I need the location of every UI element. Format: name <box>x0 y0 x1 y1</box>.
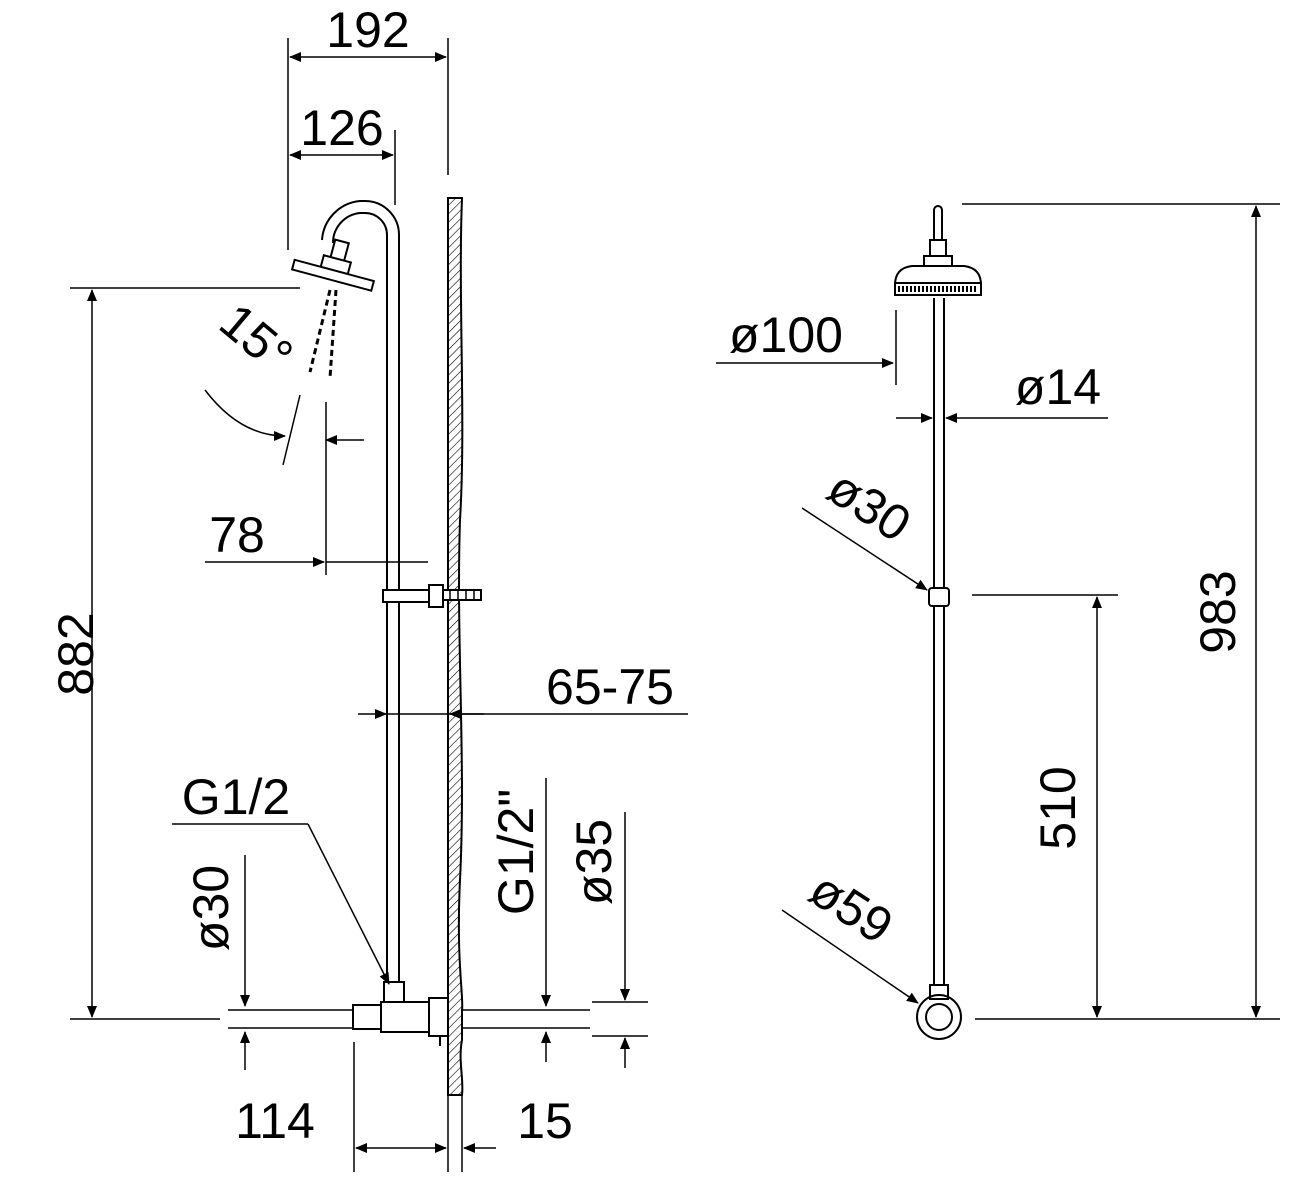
label-width-total: 192 <box>326 2 409 58</box>
label-total-height: 983 <box>1190 570 1246 653</box>
label-wall-distance: 65-75 <box>546 659 674 715</box>
label-valve-diameter: ø30 <box>183 865 239 951</box>
shower-head <box>290 238 376 292</box>
spray-lines <box>308 289 338 379</box>
label-valve-projection: 114 <box>235 1093 315 1149</box>
dim-valve-diameter: ø30 <box>183 855 250 1070</box>
label-head-offset: 78 <box>209 507 265 563</box>
dim-inlet-thread: G1/2 <box>172 769 390 985</box>
valve-body <box>228 981 590 1046</box>
label-height: 882 <box>48 612 104 695</box>
dim-wall-rosette: ø35 <box>566 812 648 1068</box>
dim-wall-depth: 15 <box>463 1093 573 1153</box>
front-shower-head <box>893 255 983 296</box>
shower-pipe <box>321 200 400 990</box>
dim-head-offset: 78 <box>205 507 428 567</box>
label-inlet-thread: G1/2 <box>182 769 290 825</box>
dim-head-diameter: ø100 <box>716 307 897 385</box>
label-bracket-height: 510 <box>1030 766 1086 849</box>
label-wall-thread: G1/2" <box>488 789 544 915</box>
dim-base-diameter: ø59 <box>781 861 919 1004</box>
label-pipe-diameter: ø14 <box>1015 359 1101 415</box>
label-head-diameter: ø100 <box>729 307 843 363</box>
front-base <box>916 984 962 1040</box>
dim-total-height: 983 <box>962 203 1280 1018</box>
front-bracket <box>928 587 950 607</box>
label-wall-rosette: ø35 <box>566 819 622 905</box>
dim-pipe-diameter: ø14 <box>896 359 1108 423</box>
front-view: ø100 ø14 ø30 ø59 510 983 <box>716 203 1280 1040</box>
front-pipe <box>929 205 947 985</box>
label-tilt-angle: 15° <box>209 293 303 385</box>
label-wall-depth: 15 <box>517 1093 573 1149</box>
dim-width-total: 192 <box>287 2 449 250</box>
wall-bracket <box>382 584 482 608</box>
dim-valve-projection: 114 <box>235 1042 447 1172</box>
dim-arm-reach: 126 <box>289 100 396 205</box>
label-base-diameter: ø59 <box>800 861 903 955</box>
side-view: 192 126 15° 78 882 <box>48 2 688 1172</box>
dim-height: 882 <box>48 287 300 1020</box>
wall <box>447 197 464 1172</box>
dim-bracket-diameter: ø30 <box>801 459 928 591</box>
dim-bracket-height: 510 <box>972 594 1280 1020</box>
label-bracket-diameter: ø30 <box>818 459 921 553</box>
label-arm-reach: 126 <box>300 100 383 156</box>
dim-wall-distance: 65-75 <box>358 659 688 719</box>
dim-wall-thread: G1/2" <box>488 778 551 1062</box>
